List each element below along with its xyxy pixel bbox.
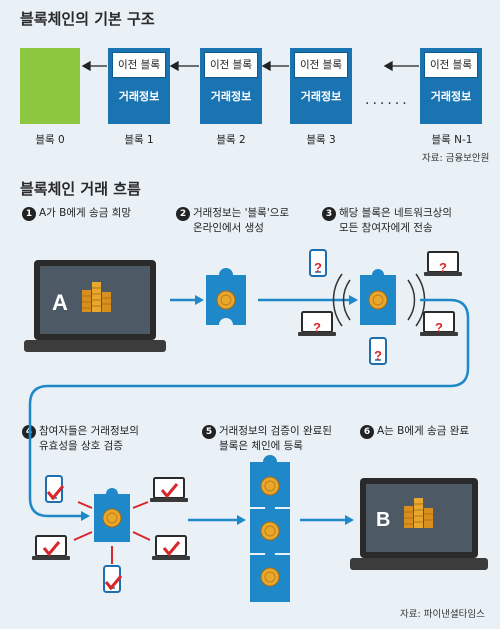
- tx-data-label: 거래정보: [118, 90, 160, 103]
- step-text: 블록은 체인에 등록: [219, 440, 303, 452]
- step-number: 2: [176, 207, 190, 221]
- prev-block-ref: 이전 블록: [294, 52, 348, 78]
- step-number: 5: [202, 425, 216, 439]
- tx-data-label: 거래정보: [300, 90, 342, 103]
- block-1: 이전 블록 거래정보: [108, 48, 170, 124]
- laptop-icon: [151, 535, 191, 561]
- laptop-icon: [149, 477, 189, 503]
- phone-icon: [309, 249, 327, 277]
- step-text: 해당 블록은 네트워크상의: [339, 207, 452, 219]
- step-number: 6: [360, 425, 374, 439]
- block-label: 블록 3: [306, 134, 336, 146]
- laptop-icon: [419, 311, 459, 337]
- genesis-block: [20, 48, 80, 124]
- tx-data-label: 거래정보: [430, 90, 472, 103]
- laptop-icon: A: [24, 260, 166, 352]
- step-text: 온라인에서 생성: [193, 222, 264, 234]
- laptop-icon: B: [350, 478, 488, 570]
- block-chain: [250, 455, 290, 602]
- step-text: A는 B에게 송금 완료: [377, 425, 470, 437]
- ellipsis: ······: [365, 96, 410, 112]
- phone-icon: [45, 475, 65, 503]
- block-label: 블록 N-1: [431, 134, 473, 146]
- tx-data-label: 거래정보: [210, 90, 252, 103]
- step-text: A가 B에게 송금 희망: [39, 207, 132, 219]
- step-text: 유효성을 상호 검증: [39, 440, 123, 452]
- step-text: 거래정보는 '블록'으로: [193, 207, 290, 219]
- block-label: 블록 2: [216, 134, 246, 146]
- step-number: 1: [22, 207, 36, 221]
- step-number: 3: [322, 207, 336, 221]
- phone-icon: [369, 337, 387, 365]
- structure-arrows: [81, 60, 419, 72]
- laptop-icon: [297, 311, 337, 337]
- flow-source: 자료: 파이낸셜타임스: [400, 609, 485, 620]
- block-label: 블록 1: [124, 134, 154, 146]
- phone-icon: [103, 565, 123, 593]
- puzzle-block-icon: [360, 269, 396, 325]
- puzzle-block-icon: [94, 488, 130, 542]
- flow-title: 블록체인 거래 흐름: [20, 180, 141, 198]
- puzzle-block-icon: [206, 268, 246, 332]
- laptop-icon: [423, 251, 463, 277]
- laptop-icon: [31, 535, 71, 561]
- block-label: 블록 0: [35, 134, 65, 146]
- block-n-1: 이전 블록 거래정보: [420, 48, 482, 124]
- laptop-a-label: A: [52, 290, 68, 315]
- prev-block-ref: 이전 블록: [204, 52, 258, 78]
- structure-title: 블록체인의 기본 구조: [20, 10, 155, 28]
- block-2: 이전 블록 거래정보: [200, 48, 262, 124]
- prev-block-ref: 이전 블록: [424, 52, 478, 78]
- laptop-b-label: B: [376, 509, 390, 531]
- block-3: 이전 블록 거래정보: [290, 48, 352, 124]
- structure-source: 자료: 금융보안원: [422, 153, 490, 164]
- step-text: 참여자들은 거래정보의: [39, 425, 139, 437]
- step-text: 모든 참여자에게 전송: [339, 222, 433, 234]
- step-text: 거래정보의 검증이 완료된: [219, 425, 332, 437]
- prev-block-ref: 이전 블록: [112, 52, 166, 78]
